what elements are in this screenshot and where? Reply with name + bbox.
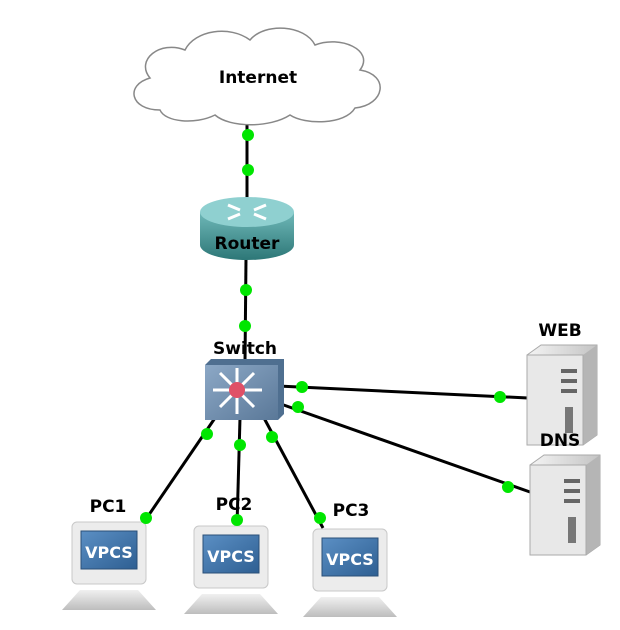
- pc1-label: PC1: [90, 497, 127, 517]
- switch-icon: [205, 359, 284, 420]
- link-up-dot: [231, 514, 243, 526]
- computer-icon: [183, 525, 279, 615]
- router-label: Router: [215, 234, 281, 254]
- server-icon: [526, 344, 598, 446]
- pc2-node[interactable]: VPCS: [183, 525, 279, 615]
- web-server-node[interactable]: WEB: [526, 321, 598, 446]
- link-up-dot: [242, 164, 254, 176]
- web-label: WEB: [538, 321, 581, 341]
- pc1-node[interactable]: PC1 VPCS: [61, 497, 157, 611]
- link-up-dot: [234, 439, 246, 451]
- pc3-label: PC3: [333, 501, 370, 521]
- internet-cloud[interactable]: Internet: [133, 27, 381, 126]
- link-status-indicators: [140, 129, 514, 526]
- router-node[interactable]: Router: [200, 197, 294, 260]
- computer-icon: [302, 528, 398, 618]
- switch-node[interactable]: Switch: [205, 339, 284, 420]
- link-up-dot: [240, 284, 252, 296]
- pc2-screen-text: VPCS: [207, 547, 255, 566]
- pc1-screen-text: VPCS: [85, 543, 133, 562]
- link-up-dot: [266, 431, 278, 443]
- link-switch-web[interactable]: [277, 384, 529, 400]
- link-up-dot: [502, 481, 514, 493]
- link-up-dot: [314, 512, 326, 524]
- link-up-dot: [296, 381, 308, 393]
- link-up-dot: [140, 512, 152, 524]
- link-up-dot: [239, 320, 251, 332]
- dns-server-node[interactable]: DNS: [529, 431, 601, 556]
- dns-label: DNS: [540, 431, 581, 451]
- pc3-node[interactable]: PC3 VPCS: [302, 501, 398, 618]
- links: [142, 122, 531, 529]
- link-router-switch[interactable]: [243, 257, 248, 363]
- switch-label: Switch: [213, 339, 277, 359]
- pc2-label: PC2: [216, 495, 253, 515]
- link-up-dot: [242, 129, 254, 141]
- link-switch-dns[interactable]: [277, 401, 531, 494]
- link-switch-pc2[interactable]: [235, 417, 242, 527]
- server-icon: [529, 454, 601, 556]
- computer-icon: [61, 521, 157, 611]
- link-up-dot: [292, 401, 304, 413]
- link-up-dot: [201, 428, 213, 440]
- internet-label: Internet: [219, 68, 297, 88]
- pc3-screen-text: VPCS: [326, 550, 374, 569]
- link-up-dot: [494, 391, 506, 403]
- cloud-icon: [133, 27, 381, 126]
